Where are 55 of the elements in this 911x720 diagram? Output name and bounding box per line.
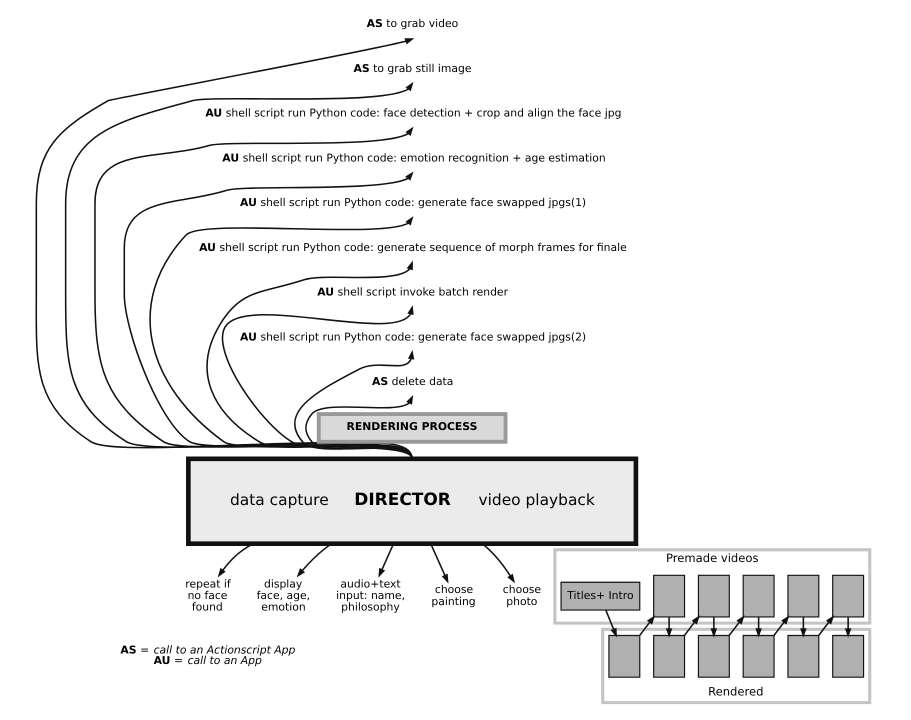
arrow [710,617,717,638]
arrow [378,543,394,578]
node-text: repeat if no face found [184,577,230,614]
arrow [217,543,253,578]
arrow [683,615,700,636]
node-box [652,574,685,618]
arrow [818,615,834,636]
node-box [786,634,819,678]
arrow [94,126,414,460]
arrow [754,617,762,638]
node-text: AU shell script run Python code: face detection + crop and align the face jpg [204,106,621,120]
node-text: AU shell script run Python code: generate face swapped jpgs(2) [240,330,586,344]
arrow [772,615,789,636]
node-box: data capture DIRECTOR video playback [186,456,638,546]
node-box [832,574,864,618]
node-text: AU shell script invoke batch render [316,286,508,299]
arrow [206,260,412,460]
arrow [64,82,413,460]
node-box [697,574,730,618]
node-text: display face, age, emotion [256,577,310,614]
arrow [35,38,414,460]
node-box [697,634,730,678]
node-box [786,574,819,618]
node-box [742,634,774,678]
arrow [604,610,616,638]
arrow [294,350,414,460]
arrow [665,617,672,638]
arrow [728,615,744,636]
arrow [481,543,515,584]
arrow [304,394,413,460]
node-text: AS to grab still image [352,62,472,75]
arrow [430,543,448,584]
arrow [638,615,655,636]
node-box: Titles+ Intro [560,582,640,611]
node-text: choose photo [502,583,541,608]
node-text: choose painting [430,583,476,608]
node-box [832,634,864,678]
node-box [742,574,774,618]
arrow [221,305,414,460]
node-text: AU shell script run Python code: generate face swapped jpgs(1) [240,196,586,210]
node-box: RENDERING PROCESS [316,412,507,444]
arrow [800,617,806,638]
arrow [296,543,332,578]
arrow [123,171,414,460]
node-text: AS to grab video [366,17,458,30]
arrow [149,216,414,460]
arrow [844,617,851,638]
node-text: AS delete data [372,375,453,388]
node-box [608,634,640,678]
node-text: audio+text input: name, philosophy [336,577,405,614]
label: AU = call to an App [153,654,262,668]
node-text: AU shell script run Python code: generate sequence of morph frames for finale [198,240,626,254]
node-text: AU shell script run Python code: emotion recognition + age estimation [222,151,606,164]
node-box [652,634,685,678]
label: AS = call to an Actionscript App [120,643,295,656]
